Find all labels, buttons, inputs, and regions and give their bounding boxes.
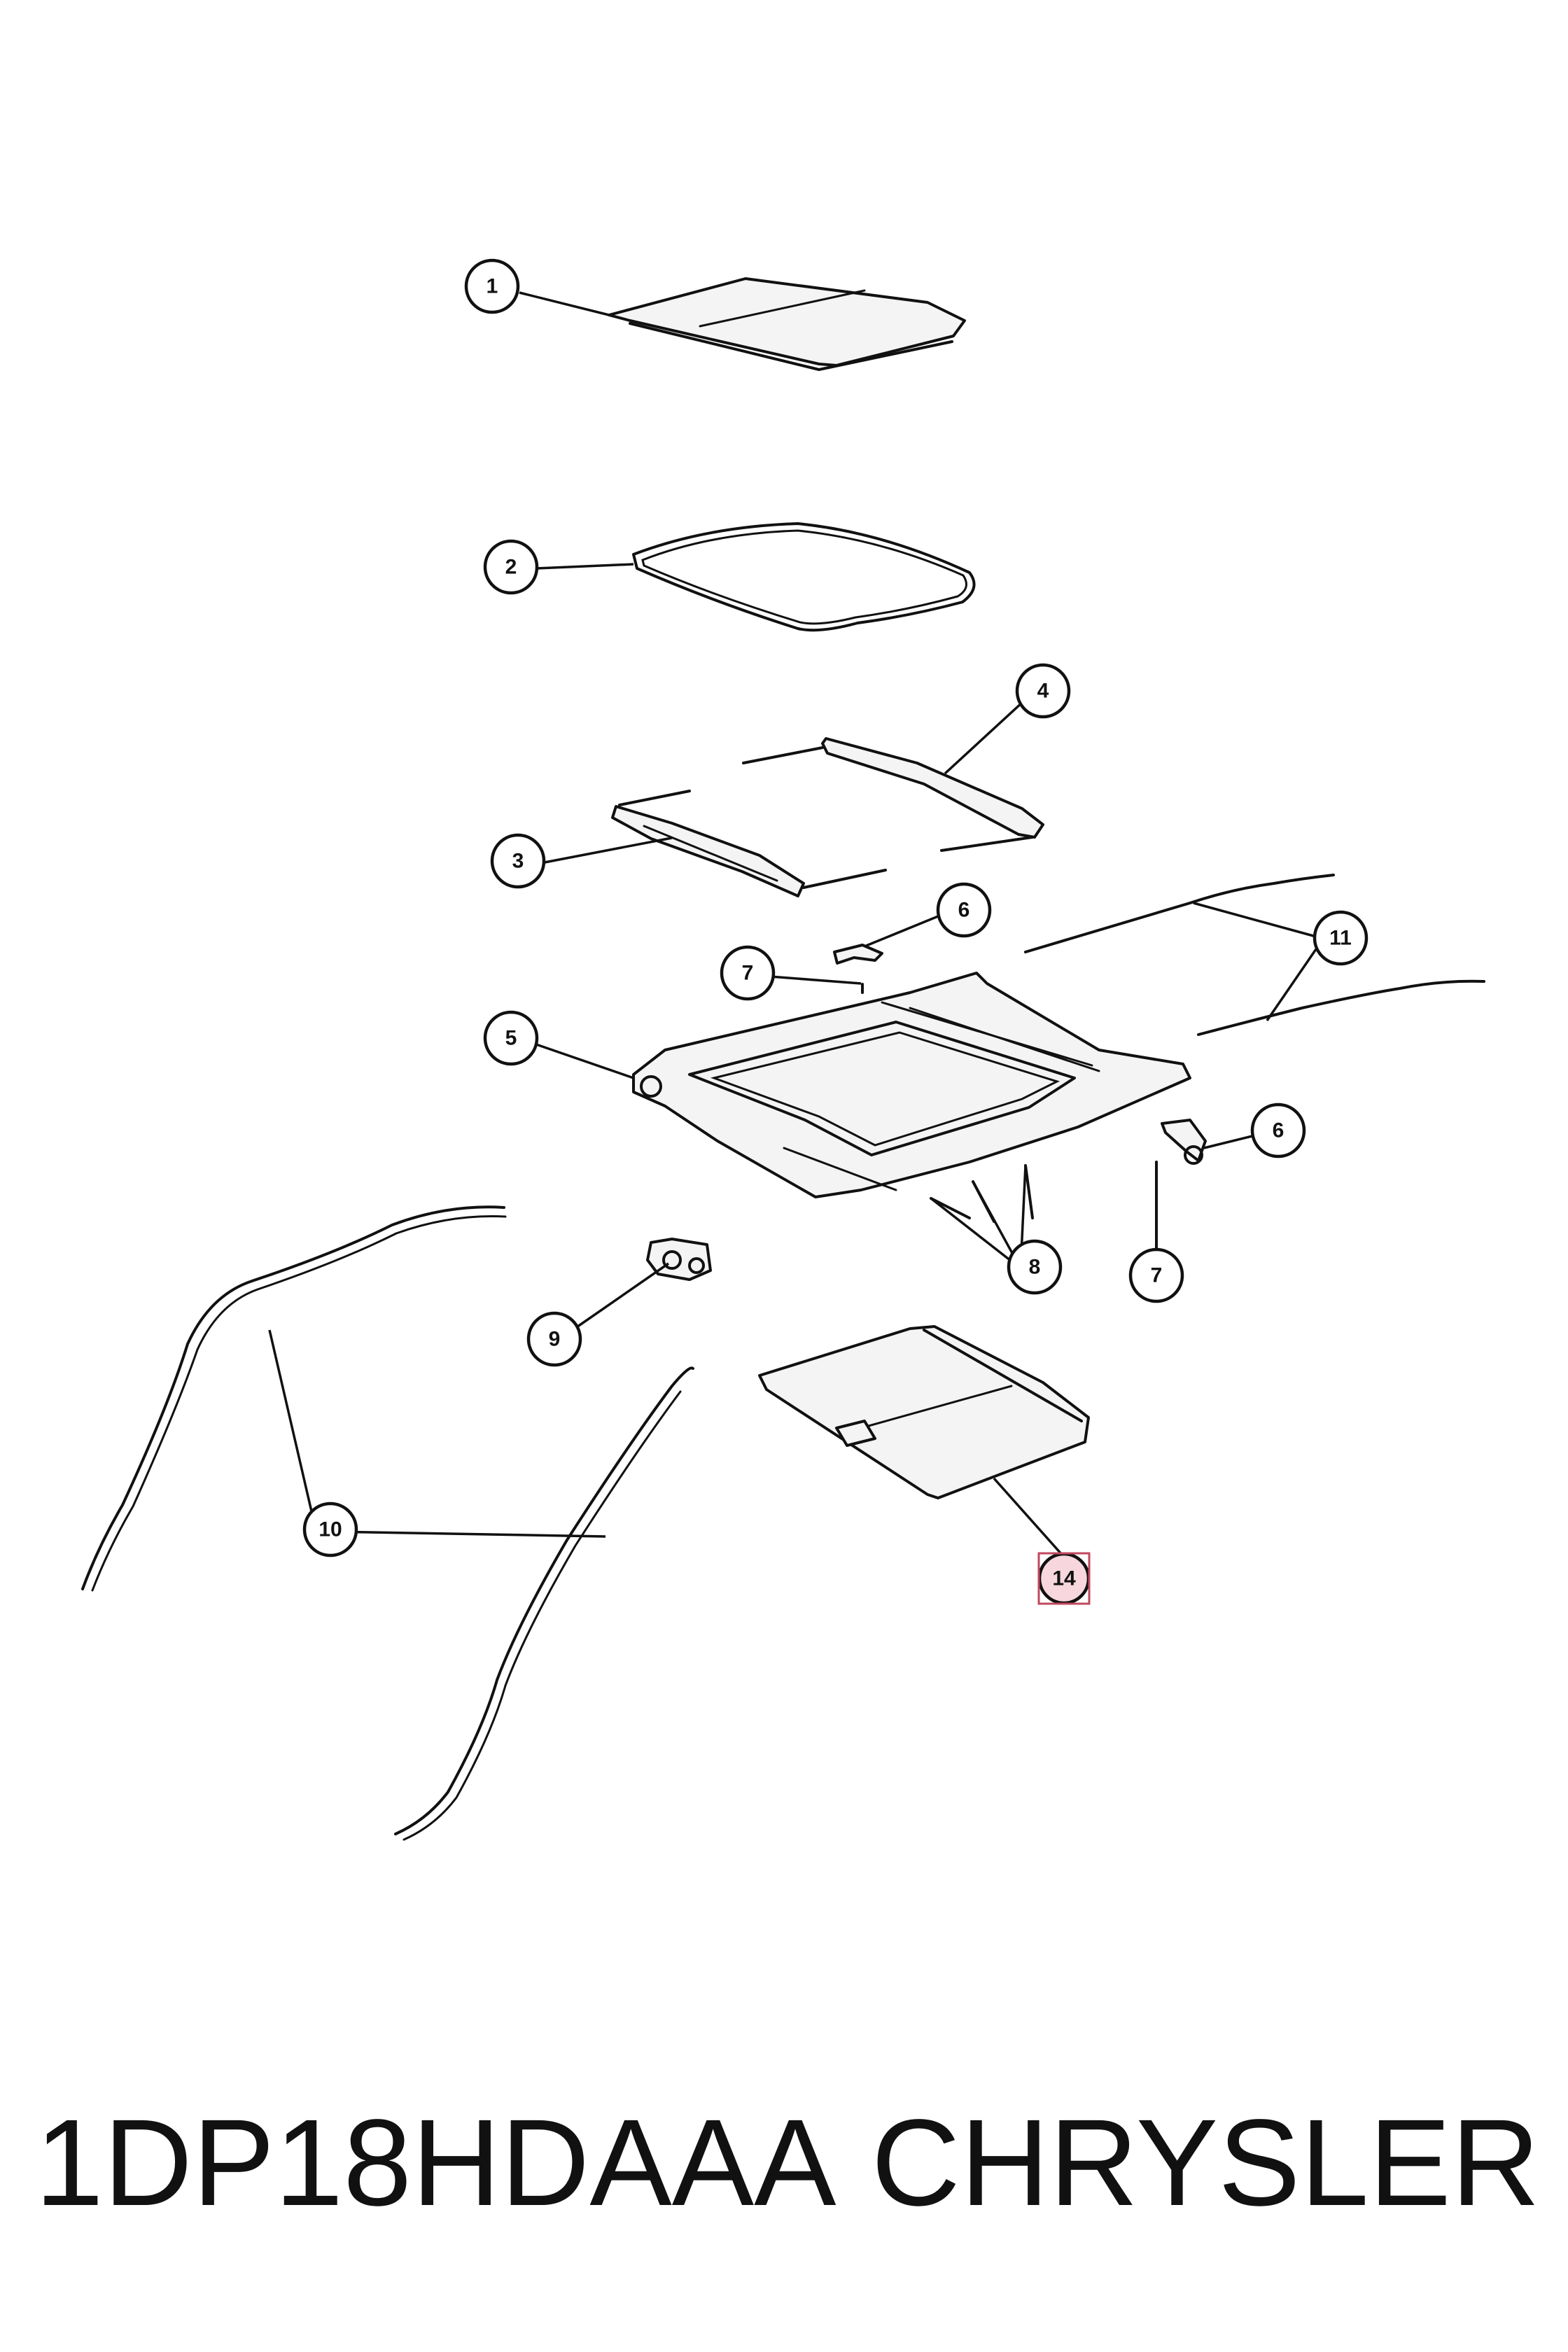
callout-7-upper[interactable]: 7 [720, 945, 776, 1001]
part-front-guide [611, 790, 887, 897]
part-clip-lower [1155, 1119, 1207, 1254]
callout-2[interactable]: 2 [483, 539, 539, 595]
callout-7-upper-label: 7 [742, 962, 754, 985]
callout-8[interactable]: 8 [1007, 1239, 1063, 1295]
callout-11-label: 11 [1329, 927, 1352, 950]
part-wind-deflector [742, 737, 1044, 852]
callout-14-label: 14 [1052, 1567, 1076, 1590]
callout-5[interactable]: 5 [483, 1010, 539, 1066]
callout-11[interactable]: 11 [1312, 910, 1368, 966]
callout-6-lower-label: 6 [1273, 1119, 1284, 1142]
callout-6-upper[interactable]: 6 [936, 882, 992, 938]
callout-7-lower-label: 7 [1151, 1264, 1163, 1287]
part-screws [930, 1164, 1034, 1223]
callout-9[interactable]: 9 [526, 1311, 582, 1367]
part-footer: 1DP18HDAAA CHRYSLER [35, 2093, 1540, 2233]
callout-1[interactable]: 1 [464, 258, 520, 314]
part-drain-tubes [81, 1205, 694, 1841]
callout-9-label: 9 [549, 1328, 561, 1351]
callout-2-label: 2 [505, 556, 517, 579]
callout-3[interactable]: 3 [490, 833, 546, 889]
part-clip-upper [833, 944, 883, 994]
callout-7-lower[interactable]: 7 [1128, 1247, 1184, 1303]
callout-10-label: 10 [318, 1518, 342, 1541]
part-motor [646, 1238, 712, 1281]
callout-8-label: 8 [1029, 1256, 1041, 1279]
part-sunshade [758, 1325, 1090, 1499]
brand-name: CHRYSLER [871, 2094, 1540, 2232]
callout-6-upper-label: 6 [958, 899, 970, 922]
part-glass-panel [608, 277, 966, 371]
callout-6-lower[interactable]: 6 [1250, 1102, 1306, 1158]
callout-14-highlighted[interactable]: 14 [1037, 1552, 1091, 1605]
callout-1-label: 1 [486, 275, 498, 298]
callout-3-label: 3 [512, 850, 524, 873]
callout-4-label: 4 [1037, 680, 1049, 703]
callout-4[interactable]: 4 [1015, 663, 1071, 719]
part-cables-upper [1024, 874, 1485, 1036]
part-number: 1DP18HDAAA [35, 2094, 836, 2232]
part-seal [632, 522, 976, 632]
part-frame [632, 972, 1191, 1198]
callout-10[interactable]: 10 [302, 1502, 358, 1558]
callout-5-label: 5 [505, 1027, 517, 1050]
